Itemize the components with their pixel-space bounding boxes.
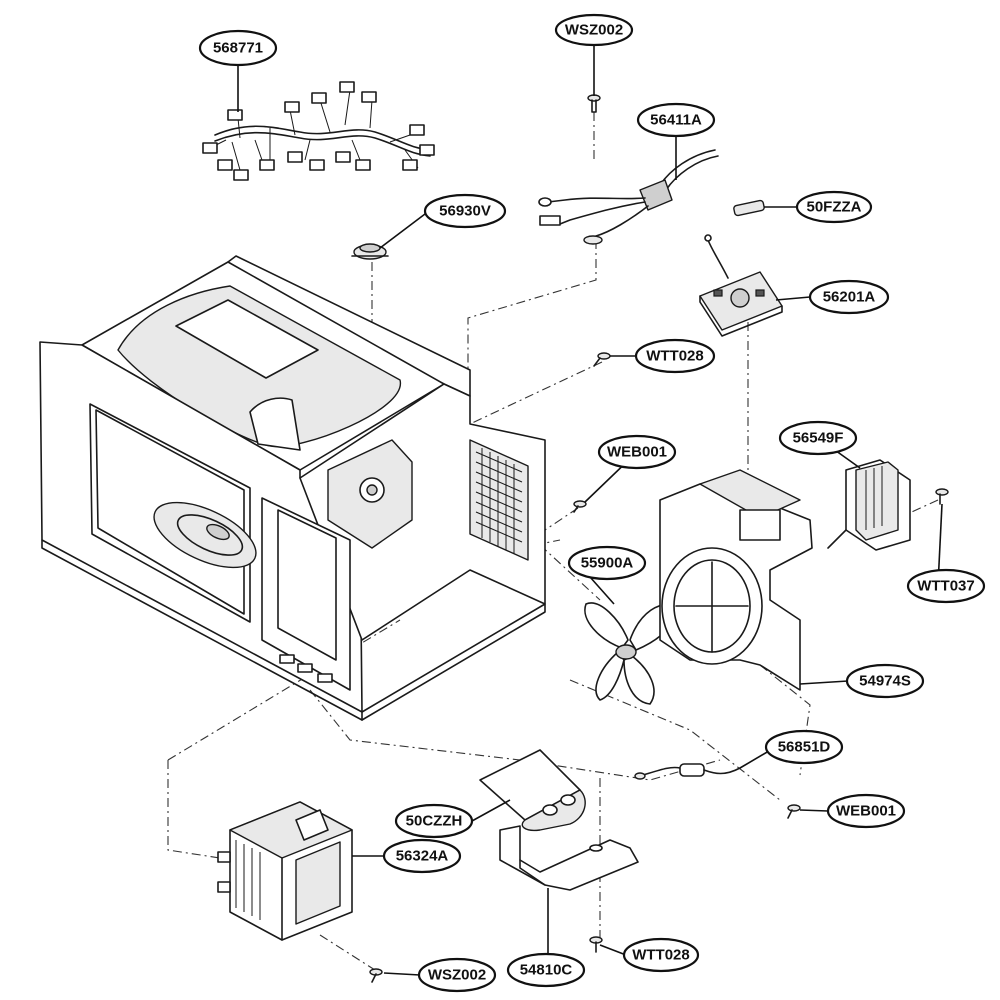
tag-oval: [567, 545, 647, 581]
tag-oval: [622, 937, 700, 973]
part-label: WTT028: [632, 947, 690, 964]
tag-56851d: 56851D: [764, 729, 844, 765]
tag-56324a: 56324A: [382, 838, 462, 874]
tag-568771: 568771: [198, 29, 278, 67]
screw-top-part: [587, 94, 601, 113]
tag-oval: [417, 957, 497, 993]
tag-50fzza: 50FZZA: [795, 190, 873, 224]
part-label: 56930V: [439, 203, 491, 220]
part-label: WSZ002: [565, 22, 623, 39]
tag-56930v: 56930V: [423, 193, 507, 229]
vent-grille: [475, 448, 523, 554]
tag-wsz002-top: WSZ002: [554, 13, 634, 47]
tag-56411a: 56411A: [636, 102, 716, 138]
tag-oval: [394, 803, 474, 839]
oven-cavity-part: [39, 255, 546, 721]
tag-oval: [778, 420, 858, 456]
cutout-56851d-part: [634, 763, 741, 780]
part-label: 56549F: [793, 430, 844, 447]
part-label: 56851D: [778, 739, 831, 756]
tag-50czzh: 50CZZH: [394, 803, 474, 839]
tag-oval: [506, 952, 586, 988]
part-label: WTT037: [917, 578, 975, 595]
tag-oval: [382, 838, 462, 874]
tag-web001-mid: WEB001: [597, 434, 677, 470]
noise-filter-board-part: [699, 234, 783, 337]
tag-wtt028-mid: WTT028: [634, 338, 716, 374]
part-label: 50FZZA: [806, 199, 861, 216]
screw-wsz002-low-part: [369, 968, 383, 983]
screw-wtt037-part: [935, 488, 949, 505]
tag-54810c: 54810C: [506, 952, 586, 988]
screw-wtt028-mid-part: [593, 352, 611, 367]
part-label: WEB001: [836, 803, 896, 820]
tag-55900a: 55900A: [567, 545, 647, 581]
tag-oval: [764, 729, 844, 765]
capacitor-part: [479, 749, 586, 832]
part-label: 54974S: [859, 673, 911, 690]
screw-web001-low-part: [787, 804, 801, 819]
screw-wtt028-low-part: [589, 936, 603, 953]
wire-harness-part: [202, 81, 435, 181]
power-cord-part: [538, 149, 719, 245]
tag-oval: [808, 279, 890, 315]
screw-web001-mid-part: [573, 500, 587, 513]
part-label: 50CZZH: [406, 813, 463, 830]
tag-oval: [634, 338, 716, 374]
tag-oval: [636, 102, 716, 138]
tag-oval: [423, 193, 507, 229]
tag-oval: [554, 13, 634, 47]
tag-wtt037: WTT037: [906, 568, 986, 604]
tag-56201a: 56201A: [808, 279, 890, 315]
magnetron-part: [217, 801, 353, 941]
tag-oval: [198, 29, 278, 67]
part-label: WTT028: [646, 348, 704, 365]
tag-wsz002-low: WSZ002: [417, 957, 497, 993]
part-label: 56201A: [823, 289, 876, 306]
tag-oval: [597, 434, 677, 470]
part-label: 55900A: [581, 555, 634, 572]
part-label: WEB001: [607, 444, 667, 461]
tag-54974s: 54974S: [845, 663, 925, 699]
bracket-part: [499, 825, 639, 891]
tag-web001-low: WEB001: [826, 793, 906, 829]
tag-oval: [906, 568, 986, 604]
part-label: WSZ002: [428, 967, 486, 984]
part-label: 54810C: [520, 962, 573, 979]
part-label: 56411A: [650, 112, 702, 129]
fuse-part: [733, 199, 765, 217]
thermostat-part: [351, 243, 389, 260]
tag-oval: [795, 190, 873, 224]
part-label: 56324A: [396, 848, 449, 865]
component-56549f-part: [827, 459, 911, 551]
part-label: 568771: [213, 40, 263, 57]
fan-motor-bracket-part: [659, 469, 813, 691]
tag-oval: [826, 793, 906, 829]
tag-56549f: 56549F: [778, 420, 858, 456]
leader-lines: [237, 43, 943, 976]
tag-oval: [845, 663, 925, 699]
tag-wtt028-low: WTT028: [622, 937, 700, 973]
